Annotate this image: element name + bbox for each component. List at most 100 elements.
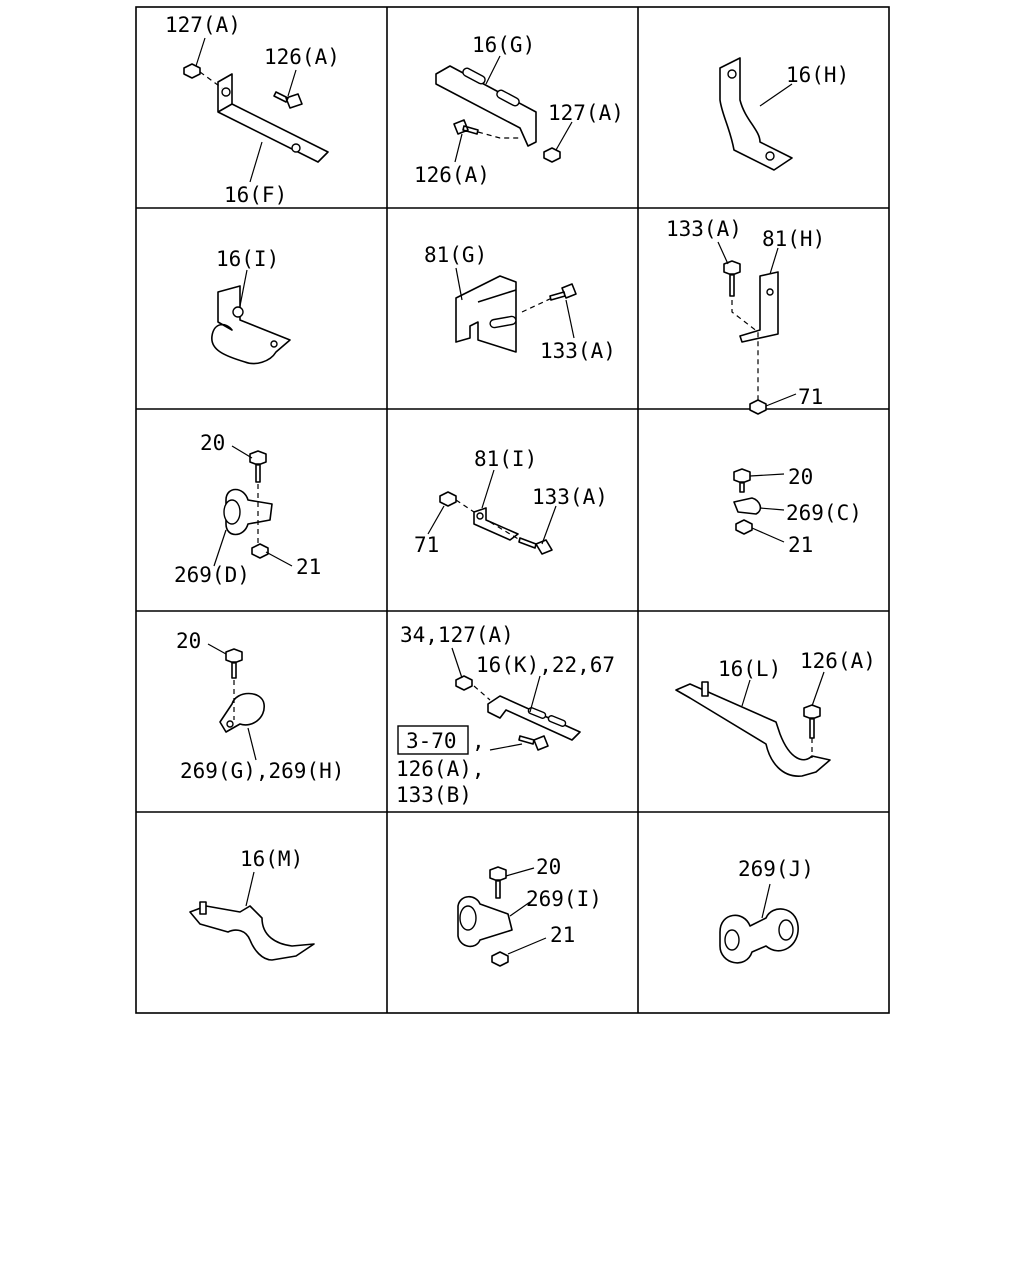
callout-label: 20 xyxy=(536,855,561,879)
bolt-icon xyxy=(225,648,243,679)
callout-label: 269(C) xyxy=(786,501,862,525)
nut-icon xyxy=(735,519,753,535)
callout-label: 16(F) xyxy=(224,183,287,207)
bracket-16g xyxy=(435,65,537,147)
callout-label: 20 xyxy=(176,629,201,653)
callout-label: 21 xyxy=(550,923,575,947)
callout-label: 16(L) xyxy=(718,657,781,681)
nut-icon xyxy=(543,147,561,163)
cell-clamp-16i: 16(I) xyxy=(211,247,291,365)
callout-label: 16(H) xyxy=(786,63,849,87)
callout-label: 126(A), xyxy=(396,757,485,781)
clip-hole xyxy=(226,720,234,728)
bracket-81g-flange xyxy=(477,289,517,303)
bracket-hole xyxy=(727,69,737,79)
callout-label: 127(A) xyxy=(165,13,241,37)
bolt-icon xyxy=(453,119,479,135)
callout-label: 269(D) xyxy=(174,563,250,587)
clip-269c xyxy=(733,497,762,515)
slot-hole xyxy=(496,89,520,107)
callout-label: 16(M) xyxy=(240,847,303,871)
cell-clip-269gh: 20 269(G),269(H) xyxy=(176,629,344,783)
callout-label: 133(A) xyxy=(666,217,742,241)
callout-label: 127(A) xyxy=(548,101,624,125)
nut-icon xyxy=(439,491,457,507)
bolt-icon xyxy=(489,866,507,899)
cell-clamp-269j: 269(J) xyxy=(719,857,814,964)
nut-icon xyxy=(455,675,473,691)
clip-269gh xyxy=(219,692,265,733)
callout-label: 133(A) xyxy=(540,339,616,363)
callout-label: 126(A) xyxy=(800,649,876,673)
callout-label: 16(I) xyxy=(216,247,279,271)
bolt-icon xyxy=(273,91,303,109)
cell-clip-269c: 20 269(C) 21 xyxy=(733,465,862,557)
callout-label: 16(K),22,67 xyxy=(476,653,615,677)
clamp-bore xyxy=(223,499,241,525)
slot-hole xyxy=(527,707,547,719)
bracket-81g xyxy=(455,275,517,353)
callout-label: 20 xyxy=(200,431,225,455)
bolt-icon xyxy=(518,537,553,555)
bolt-icon xyxy=(249,450,267,483)
clamp-16i xyxy=(211,285,291,365)
stud-icon xyxy=(199,901,207,915)
cell-clamp-269i: 20 269(I) 21 xyxy=(457,855,602,967)
callout-label: 16(G) xyxy=(472,33,535,57)
slot-hole xyxy=(547,715,567,727)
callout-separator: , xyxy=(472,729,485,753)
callout-label: 81(G) xyxy=(424,243,487,267)
cell-clamp-269d: 20 269(D) 21 xyxy=(174,431,321,587)
bracket-81h xyxy=(739,271,779,343)
clamp-269j xyxy=(719,908,799,964)
clamp-hole xyxy=(232,306,244,318)
bracket-16f xyxy=(217,73,329,163)
bracket-hole xyxy=(476,512,484,520)
callout-label: 133(A) xyxy=(532,485,608,509)
callout-label: 126(A) xyxy=(264,45,340,69)
callout-label: 126(A) xyxy=(414,163,490,187)
callout-label: 21 xyxy=(296,555,321,579)
nut-icon xyxy=(251,543,269,559)
bracket-hole xyxy=(221,87,231,97)
callout-label: 81(H) xyxy=(762,227,825,251)
nut-icon xyxy=(749,399,767,415)
clamp-bore xyxy=(724,929,740,951)
cell-bracket-16f: 127(A) 126(A) 16(F) xyxy=(165,13,340,207)
clamp-hole xyxy=(270,340,278,348)
bracket-hole xyxy=(765,151,775,161)
bolt-icon xyxy=(803,704,821,739)
bolt-icon xyxy=(723,260,741,297)
bolt-icon xyxy=(549,283,577,301)
cell-bracket-16g: 16(G) 127(A) 126(A) xyxy=(414,33,624,187)
clamp-269d xyxy=(225,488,273,536)
bracket-16h xyxy=(719,57,793,171)
callout-label: 269(G),269(H) xyxy=(180,759,344,783)
reference-box[interactable] xyxy=(397,725,469,755)
bracket-16k xyxy=(487,695,581,741)
stud-icon xyxy=(701,681,709,697)
callout-label: 269(I) xyxy=(526,887,602,911)
cell-bracket-16h: 16(H) xyxy=(719,57,849,171)
callout-label: 21 xyxy=(788,533,813,557)
nut-icon xyxy=(491,951,509,967)
cell-bracket-81g: 81(G) 133(A) xyxy=(424,243,616,363)
callout-label: 81(I) xyxy=(474,447,537,471)
bracket-hole xyxy=(766,288,774,296)
clamp-bore xyxy=(778,919,794,941)
bracket-16m xyxy=(189,905,315,961)
cell-bracket-81i: 81(I) 133(A) 71 xyxy=(414,447,608,557)
callout-label: 269(J) xyxy=(738,857,814,881)
bolt-icon xyxy=(733,468,751,493)
nut-icon xyxy=(183,63,201,79)
bracket-16l xyxy=(675,683,831,777)
callout-label: 71 xyxy=(798,385,823,409)
callout-label: 71 xyxy=(414,533,439,557)
reference-label: 3-70 xyxy=(406,729,457,753)
cell-bracket-16m: 16(M) xyxy=(189,847,315,961)
callout-label: 34,127(A) xyxy=(400,623,514,647)
cell-bracket-81h: 133(A) 81(H) 71 xyxy=(666,217,825,415)
callout-label: 133(B) xyxy=(396,783,472,807)
callout-label: 20 xyxy=(788,465,813,489)
